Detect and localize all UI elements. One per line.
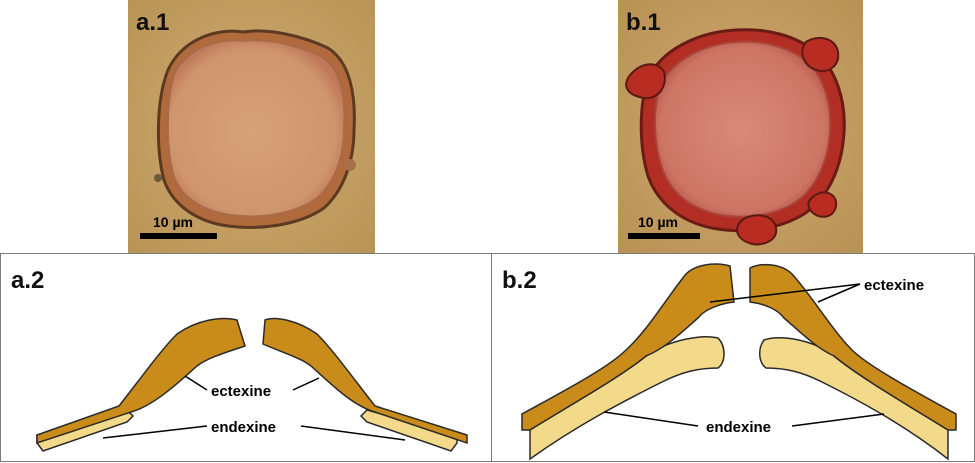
diagram-label-b2: b.2 bbox=[502, 267, 537, 294]
scale-bar bbox=[628, 233, 700, 239]
aperture-bump bbox=[344, 159, 356, 171]
pollen-grain-interior bbox=[655, 42, 830, 217]
scale-bar bbox=[140, 233, 217, 239]
micrograph-a1: a.1 10 µm bbox=[128, 0, 375, 253]
endexine-leader-left bbox=[604, 412, 698, 426]
endexine-leader-right bbox=[792, 414, 884, 426]
diagram-b2-drawing: ectexine endexine b.2 bbox=[492, 254, 974, 461]
diagram-a2: ectexine endexine a.2 bbox=[0, 253, 492, 462]
endexine-label: endexine bbox=[706, 419, 771, 436]
endexine-leader-left bbox=[103, 426, 207, 438]
photo-label-a1: a.1 bbox=[136, 9, 169, 36]
micrograph-b1: b.1 10 µm bbox=[618, 0, 863, 253]
ectexine-right bbox=[263, 319, 467, 443]
ectexine-label: ectexine bbox=[864, 277, 924, 294]
diagram-b2: ectexine endexine b.2 bbox=[491, 253, 975, 462]
micrograph-b1-image: b.1 10 µm bbox=[618, 0, 863, 253]
ectexine-leader-right bbox=[293, 378, 319, 390]
scale-bar-label: 10 µm bbox=[153, 214, 193, 230]
ectexine-label: ectexine bbox=[211, 383, 271, 400]
aperture-bulge bbox=[802, 38, 838, 71]
debris-dot bbox=[154, 174, 162, 182]
pollen-grain-interior bbox=[168, 40, 345, 216]
aperture-bulge bbox=[808, 192, 836, 216]
diagram-a2-drawing: ectexine endexine a.2 bbox=[1, 254, 491, 461]
diagram-label-a2: a.2 bbox=[11, 267, 44, 294]
photo-label-b1: b.1 bbox=[626, 9, 661, 36]
micrograph-a1-image: a.1 10 µm bbox=[128, 0, 375, 253]
aperture-bulge bbox=[737, 215, 776, 244]
ectexine-leader-left bbox=[185, 376, 207, 390]
scale-bar-label: 10 µm bbox=[638, 214, 678, 230]
endexine-label: endexine bbox=[211, 419, 276, 436]
